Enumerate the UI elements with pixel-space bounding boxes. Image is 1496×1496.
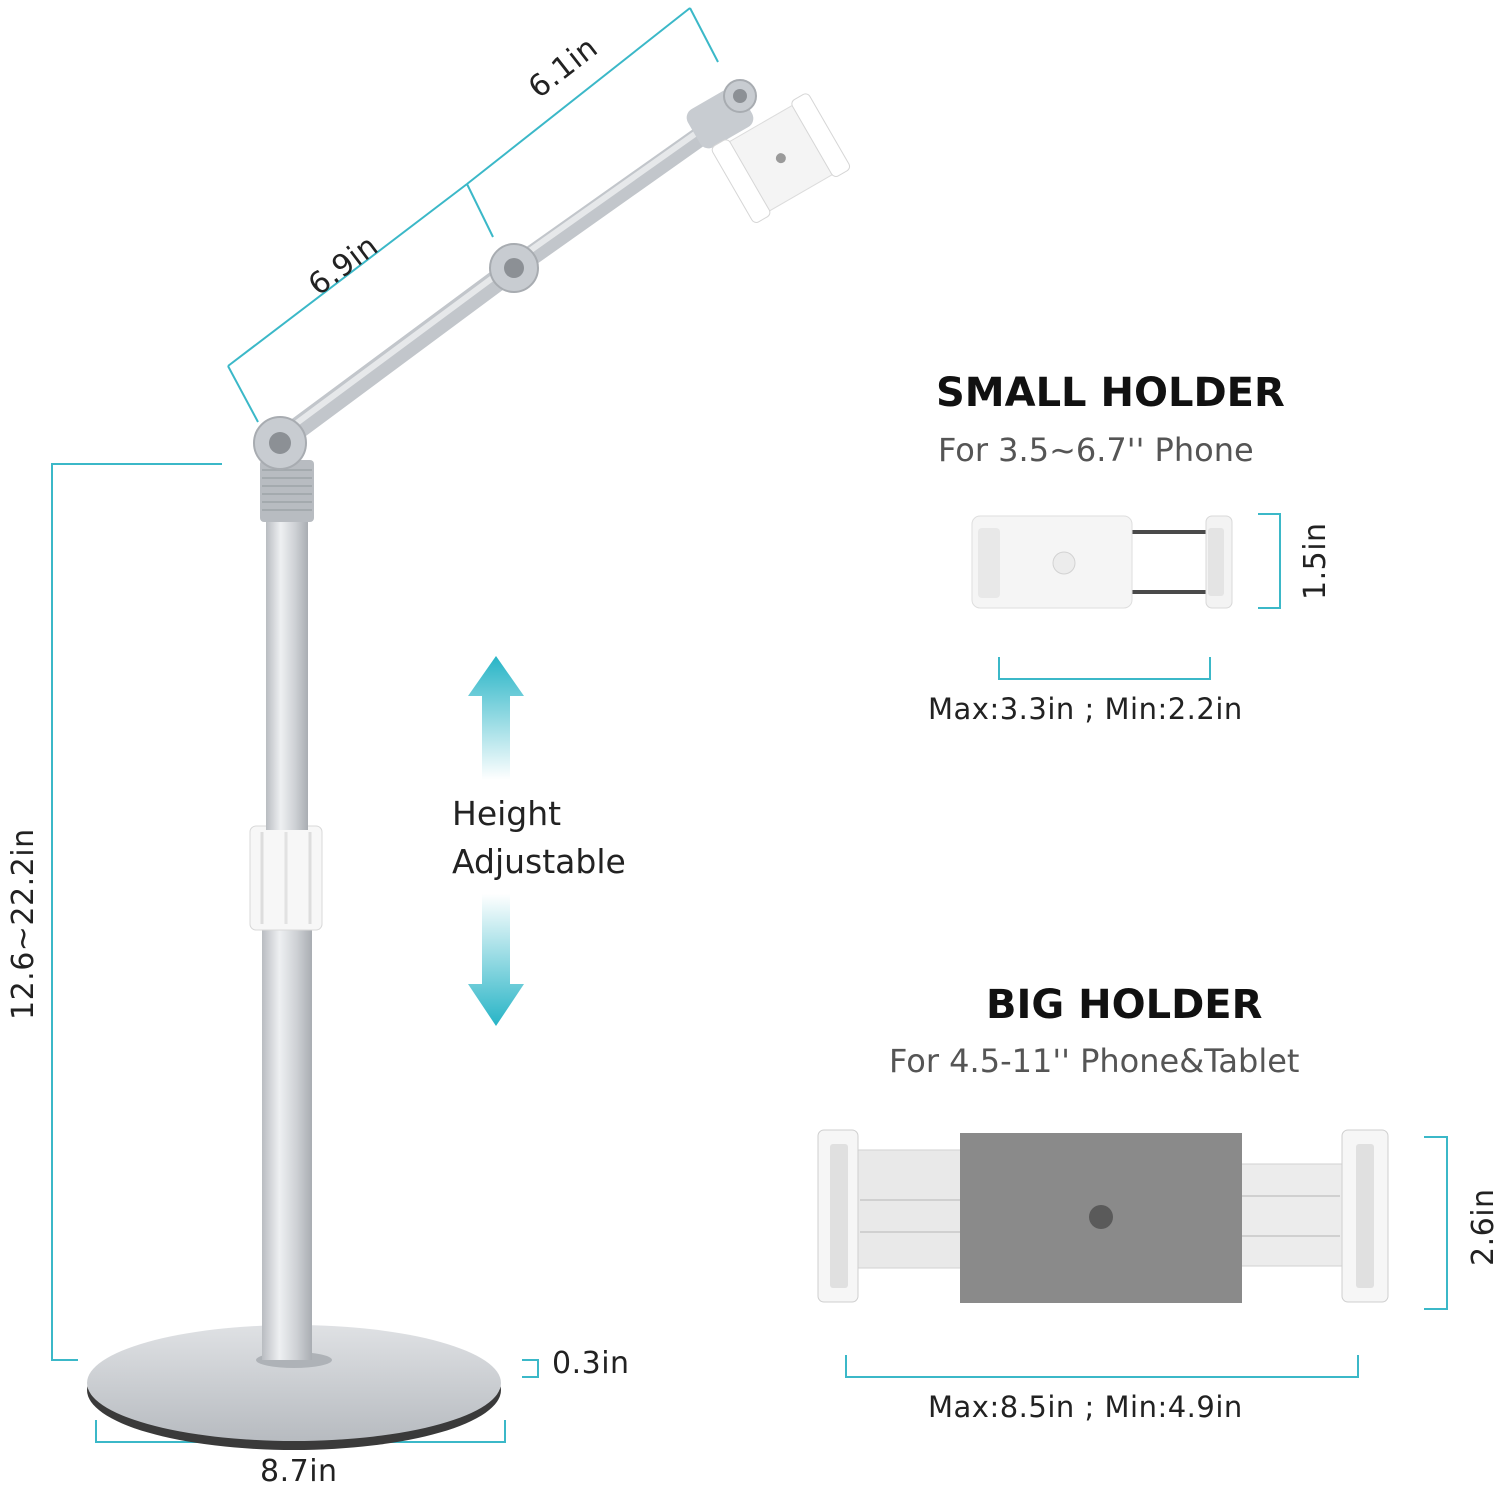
height-clamp — [249, 825, 323, 931]
small-holder-image — [971, 515, 1233, 609]
stand-height-range: 12.6~22.2in — [6, 828, 41, 1020]
dimension-lines — [51, 7, 1448, 1443]
height-adjust-arrows — [468, 656, 524, 1026]
feature-line-2: Adjustable — [452, 842, 626, 881]
top-phone-clamp — [711, 93, 851, 223]
big-holder-image — [817, 1129, 1389, 1303]
lower-pole — [262, 920, 312, 1360]
base-diameter: 8.7in — [260, 1454, 338, 1489]
small-holder-subtitle: For 3.5~6.7'' Phone — [938, 431, 1254, 469]
big-holder-subtitle: For 4.5-11'' Phone&Tablet — [889, 1042, 1300, 1080]
articulated-arm — [253, 79, 757, 470]
big-holder-height: 2.6in — [1466, 1188, 1496, 1266]
height-adjustable-label: Height Adjustable — [452, 790, 626, 886]
small-holder-height: 1.5in — [1298, 522, 1333, 600]
big-holder-range: Max:8.5in ; Min:4.9in — [928, 1390, 1243, 1424]
small-holder-title: SMALL HOLDER — [936, 370, 1285, 416]
upper-pole — [266, 520, 308, 830]
stand-base — [87, 1325, 501, 1450]
feature-line-1: Height — [452, 794, 562, 833]
small-holder-range: Max:3.3in ; Min:2.2in — [928, 692, 1243, 726]
base-thickness: 0.3in — [552, 1346, 630, 1381]
knurled-knob — [260, 460, 314, 522]
big-holder-title: BIG HOLDER — [986, 982, 1263, 1028]
